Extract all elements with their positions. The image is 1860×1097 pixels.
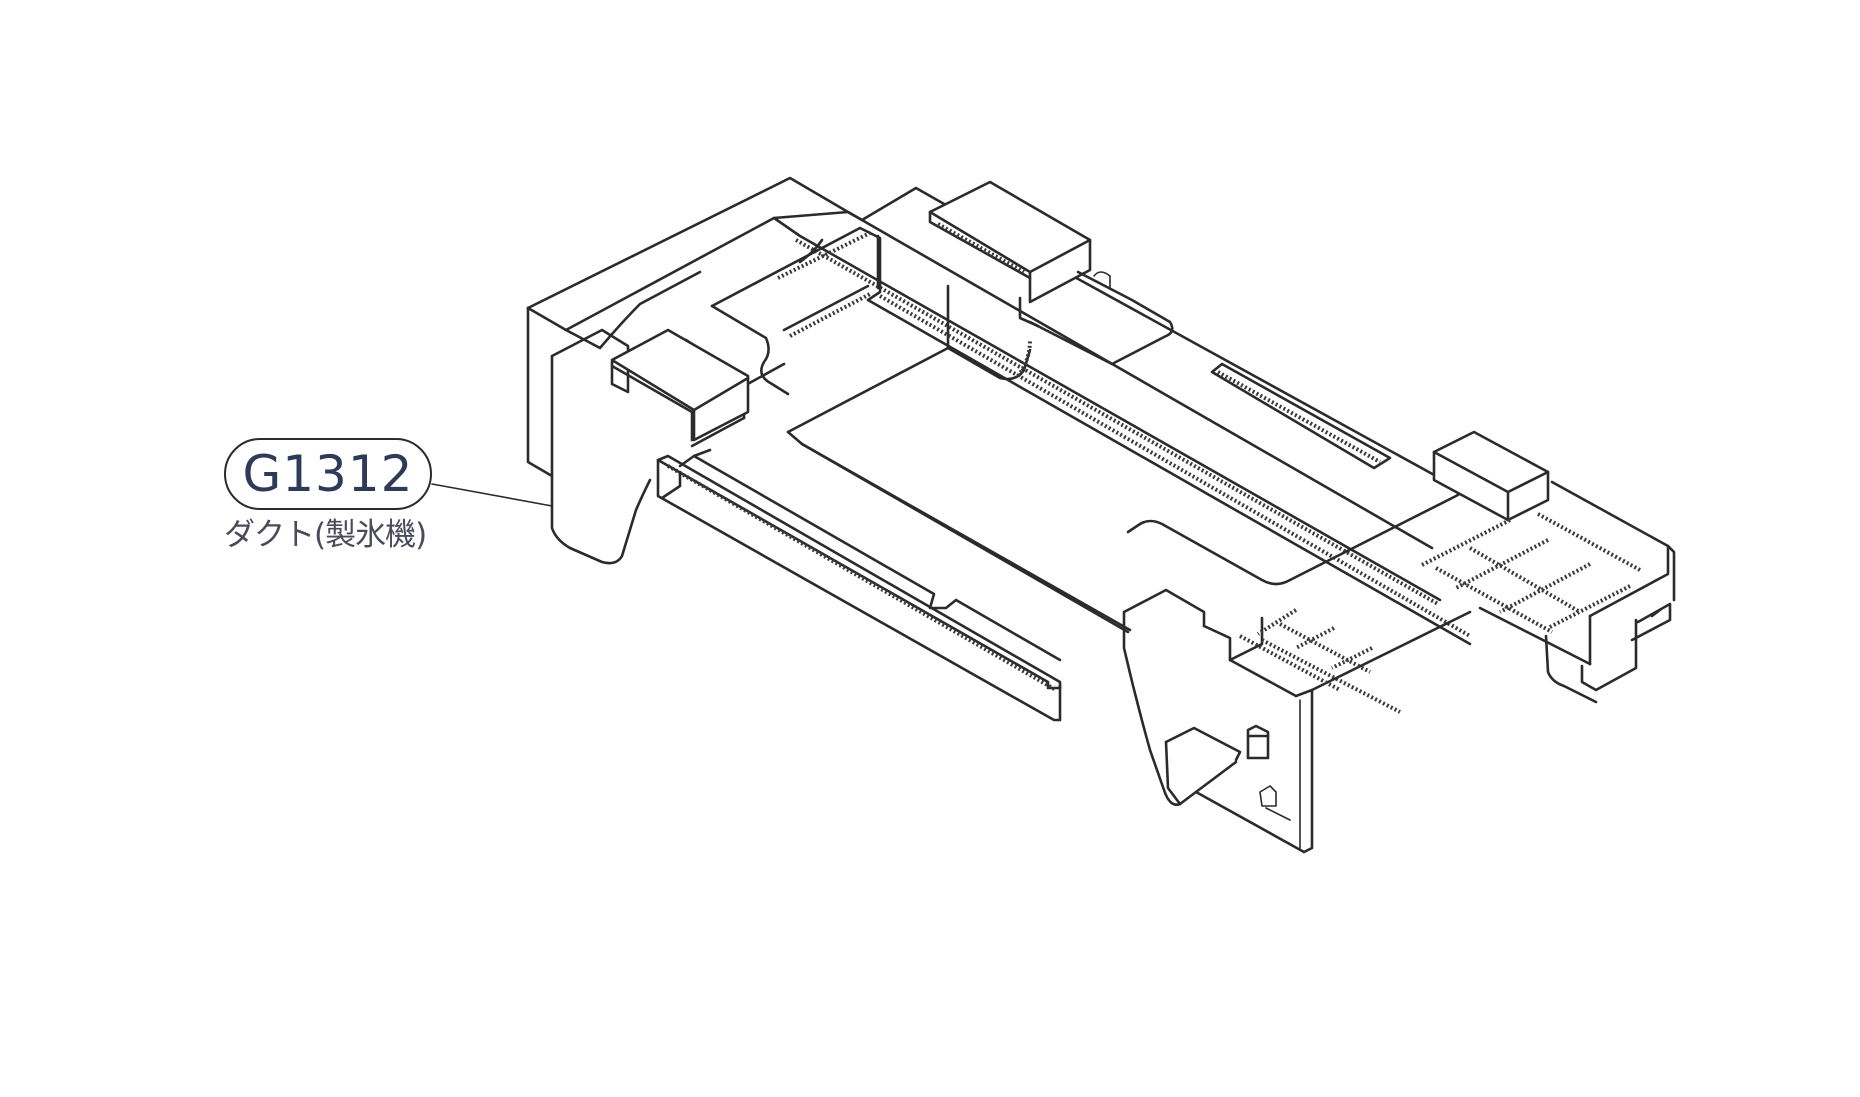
- part-name-label: ダクト(製氷機): [224, 517, 427, 553]
- leader-line: [431, 483, 553, 507]
- part-number-label: G1312: [242, 445, 414, 503]
- part-number-callout: G1312: [224, 438, 432, 510]
